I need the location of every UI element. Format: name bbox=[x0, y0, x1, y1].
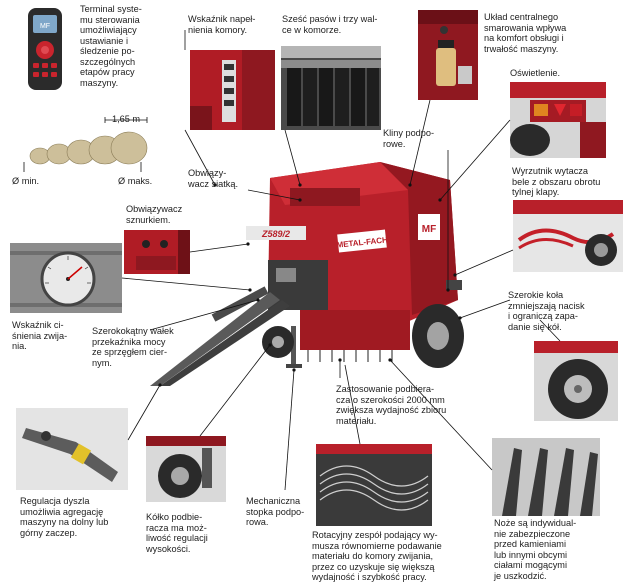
knives-label: Noże są indywidual- nie zabezpieczone pr… bbox=[494, 518, 577, 581]
belts-label: Sześć pasów i trzy wal- ce w komorze. bbox=[282, 14, 378, 35]
twine-wrap-label: Obwiązywacz sznurkiem. bbox=[126, 204, 183, 225]
belts-photo bbox=[281, 46, 381, 130]
stand-label: Mechaniczna stopka podpo- rowa. bbox=[246, 496, 305, 528]
lubrication-label: Układ centralnego smarowania wpływa na k… bbox=[484, 12, 567, 54]
net-wrap-label: Obwiązy- wacz siatką. bbox=[188, 168, 239, 189]
bale-min-label: Ø min. bbox=[12, 176, 40, 186]
twine-wrap-photo bbox=[124, 230, 190, 274]
lighting-photo bbox=[510, 82, 606, 158]
knives-photo bbox=[492, 438, 600, 516]
model-badge: Z589/2 bbox=[261, 229, 290, 239]
rotor-label: Rotacyjny zespół podający wy- musza równ… bbox=[312, 530, 442, 583]
wheel-photo bbox=[534, 341, 618, 421]
lighting-label: Oświetlenie. bbox=[510, 68, 561, 78]
bale-size-label: 1,65 m bbox=[112, 114, 141, 124]
wedges-label: Kliny podpo- rowe. bbox=[383, 128, 435, 149]
pickup-wheel-photo bbox=[146, 436, 226, 502]
chamber-indicator-label: Wskaźnik napeł- nienia komory. bbox=[188, 14, 256, 35]
terminal-photo: MF bbox=[22, 6, 68, 92]
ejector-label: Wyrzutnik wytacza bele z obszaru obrotu … bbox=[512, 166, 601, 198]
terminal-label: Terminal syste- mu sterowania umożliwiaj… bbox=[80, 4, 142, 89]
terminal-screen-text: MF bbox=[40, 23, 50, 30]
wheels-label: Szerokie koła zmniejszają nacisk i ogran… bbox=[508, 290, 585, 332]
bale-size-diagram bbox=[14, 112, 149, 188]
drawbar-photo bbox=[16, 408, 128, 490]
pressure-label: Wskaźnik ci- śnienia zwija- nia. bbox=[12, 320, 68, 352]
ejector-photo bbox=[513, 200, 623, 272]
chamber-indicator-photo bbox=[190, 50, 275, 130]
pickup-label: Zastosowanie podbiera- cza o szerokości … bbox=[336, 384, 447, 426]
rotor-photo bbox=[316, 444, 432, 526]
bale-max-label: Ø maks. bbox=[118, 176, 153, 186]
drawbar-label: Regulacja dyszla umożliwia agregację mas… bbox=[20, 496, 109, 538]
lubrication-photo bbox=[418, 10, 478, 100]
shaft-label: Szerokokątny wałek przekaźnika mocy ze s… bbox=[92, 326, 174, 368]
brand-short-badge: MF bbox=[422, 224, 436, 235]
pickup-wheel-label: Kółko podbie- racza ma moż- liwość regul… bbox=[146, 512, 208, 554]
pressure-gauge-photo bbox=[10, 243, 122, 313]
